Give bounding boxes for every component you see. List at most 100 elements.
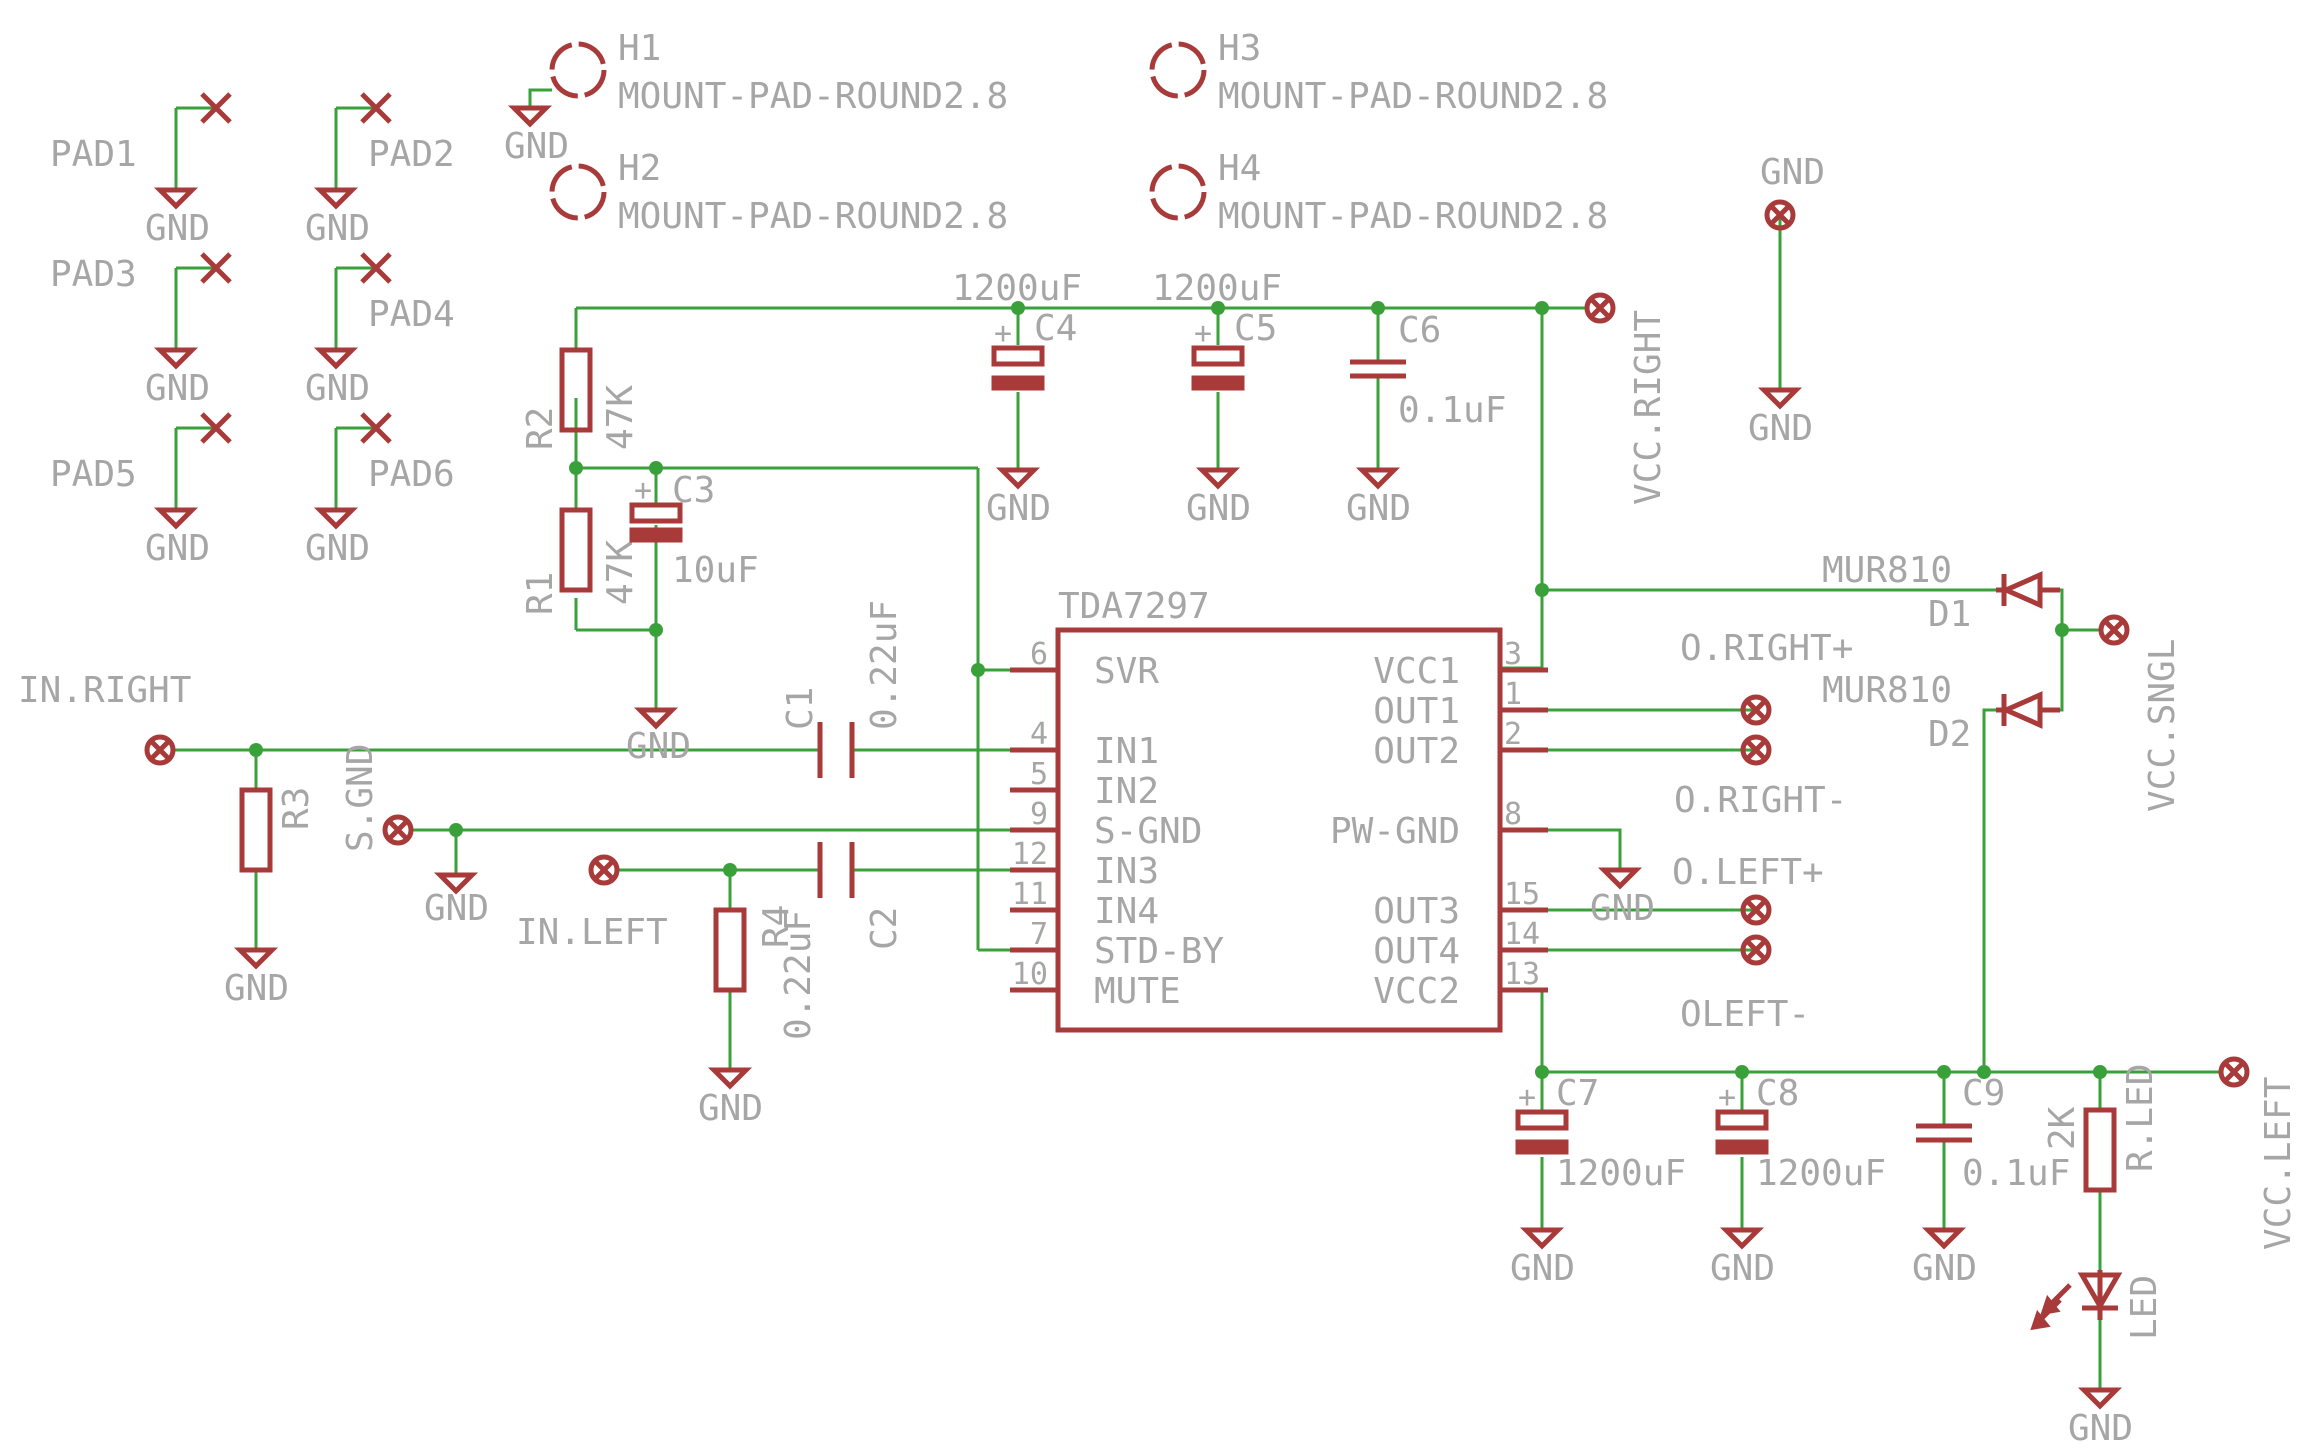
resistor-r-led[interactable]: 2K R.LED <box>2042 1064 2161 1193</box>
junction-dot <box>649 623 663 637</box>
connector-vcc-left[interactable]: VCC.LEFT <box>2218 1056 2299 1250</box>
ground-symbol: GND <box>224 947 289 1009</box>
part-value: 1200uF <box>952 268 1082 309</box>
capacitor-c6[interactable]: C6 0.1uF <box>1350 310 1506 431</box>
junction-dot <box>569 461 583 475</box>
connector-o-left-plus[interactable]: O.LEFT+ <box>1672 852 1824 926</box>
connector-o-right-minus[interactable]: O.RIGHT- <box>1674 734 1847 821</box>
polarity-mark: + <box>1718 1080 1736 1115</box>
pin-number: 7 <box>1030 917 1048 952</box>
net-label: O.RIGHT+ <box>1680 628 1853 669</box>
ground-symbol: GND <box>504 88 569 167</box>
pin-number: 14 <box>1504 917 1540 952</box>
net-label: S.GND <box>340 744 381 852</box>
net-label: GND <box>1760 152 1825 193</box>
part-name: R1 <box>520 572 561 615</box>
part-name: C2 <box>864 907 905 950</box>
connector-gnd-test[interactable]: GND <box>1760 152 1825 231</box>
connector-vcc-right[interactable]: VCC.RIGHT <box>1584 292 1669 505</box>
junction-dot <box>971 663 985 677</box>
gnd-label: GND <box>145 208 210 249</box>
pad-pad6[interactable]: PAD6 <box>360 412 455 495</box>
pin-label: IN2 <box>1094 771 1159 812</box>
pad-label: PAD1 <box>50 134 137 175</box>
connector-o-right-plus[interactable]: O.RIGHT+ <box>1680 628 1853 726</box>
part-value: 0.22uF <box>864 600 905 730</box>
mount-hole-h1[interactable]: H1 MOUNT-PAD-ROUND2.8 <box>549 28 1008 117</box>
mount-name: H2 <box>618 148 661 189</box>
part-name: C7 <box>1556 1073 1599 1114</box>
pin-label: OUT2 <box>1373 731 1460 772</box>
pin-label: S-GND <box>1094 811 1202 852</box>
resistor-r4[interactable]: R4 0.22uF <box>713 905 819 1040</box>
mount-name: H3 <box>1218 28 1261 69</box>
mount-hole-h4[interactable]: H4 MOUNT-PAD-ROUND2.8 <box>1149 148 1608 237</box>
ground-symbol: GND <box>2068 1387 2133 1449</box>
pin-number: 8 <box>1504 797 1522 832</box>
mount-value: MOUNT-PAD-ROUND2.8 <box>1218 196 1608 237</box>
resistor-r1[interactable]: R1 47K <box>520 507 641 615</box>
junction-dot <box>249 743 263 757</box>
capacitor-c4[interactable]: + C4 1200uF <box>952 268 1082 391</box>
pin-label: SVR <box>1094 651 1159 692</box>
part-value: 0.1uF <box>1962 1153 2070 1194</box>
gnd-label: GND <box>305 528 370 569</box>
capacitor-c9[interactable]: C9 0.1uF <box>1916 1073 2070 1194</box>
part-value: 47K <box>600 385 641 450</box>
pad-pad1[interactable]: PAD1 <box>50 92 232 175</box>
diode-d2[interactable]: MUR810 D2 <box>1822 670 2060 755</box>
pad-pad3[interactable]: PAD3 <box>50 252 232 295</box>
connector-in-right[interactable]: IN.RIGHT <box>18 670 191 766</box>
pad-pad2[interactable]: PAD2 <box>360 92 455 175</box>
pad-pad4[interactable]: PAD4 <box>360 252 455 335</box>
part-value: MUR810 <box>1822 670 1952 711</box>
part-value: MUR810 <box>1822 550 1952 591</box>
ground-symbol: GND <box>1710 1227 1775 1289</box>
led-arrow-icon <box>2040 1294 2061 1316</box>
capacitor-c3[interactable]: + C3 10uF <box>629 470 759 591</box>
pad-label: PAD2 <box>368 134 455 175</box>
resistor-r2[interactable]: R2 47K <box>520 347 641 450</box>
ground-symbol: GND <box>986 467 1051 529</box>
capacitor-c7[interactable]: + C7 1200uF <box>1515 1073 1686 1194</box>
mount-hole-h3[interactable]: H3 MOUNT-PAD-ROUND2.8 <box>1149 28 1608 117</box>
mount-hole-h2[interactable]: H2 MOUNT-PAD-ROUND2.8 <box>549 148 1008 237</box>
led-indicator[interactable]: LED <box>2030 1270 2165 1340</box>
pin-number: 15 <box>1504 877 1540 912</box>
ground-symbol: GND <box>145 507 210 569</box>
capacitor-c5[interactable]: + C5 1200uF <box>1152 268 1282 391</box>
ground-symbol: GND <box>145 187 210 249</box>
capacitor-c2[interactable]: C2 <box>817 842 905 950</box>
capacitor-c1[interactable]: C1 0.22uF <box>780 600 905 778</box>
connector-o-left-minus[interactable]: OLEFT- <box>1680 934 1810 1035</box>
gnd-label: GND <box>145 368 210 409</box>
mount-name: H4 <box>1218 148 1261 189</box>
pin-number: 6 <box>1030 637 1048 672</box>
pad-pad5[interactable]: PAD5 <box>50 412 232 495</box>
connector-s-gnd[interactable]: S.GND <box>340 744 414 852</box>
pin-number: 5 <box>1030 757 1048 792</box>
connector-vcc-sngl[interactable]: VCC.SNGL <box>2098 614 2183 812</box>
ground-symbol: GND <box>1748 387 1813 449</box>
ground-symbol: GND <box>1186 467 1251 529</box>
pin-label: VCC1 <box>1373 651 1460 692</box>
net-label: VCC.RIGHT <box>1628 310 1669 505</box>
diode-d1[interactable]: MUR810 D1 <box>1822 550 2060 635</box>
ic-tda7297[interactable]: TDA7297 6 SVR 4 IN1 5 IN2 9 S-GND 12 IN3… <box>1010 586 1548 1033</box>
pin-number: 9 <box>1030 797 1048 832</box>
gnd-label: GND <box>1590 888 1655 929</box>
net-label: IN.LEFT <box>516 912 668 953</box>
capacitor-c8[interactable]: + C8 1200uF <box>1715 1073 1886 1194</box>
net-label: VCC.LEFT <box>2258 1077 2299 1250</box>
pin-label: VCC2 <box>1373 971 1460 1012</box>
mount-value: MOUNT-PAD-ROUND2.8 <box>1218 76 1608 117</box>
mount-value: MOUNT-PAD-ROUND2.8 <box>618 76 1008 117</box>
part-value: 0.22uF <box>778 910 819 1040</box>
ground-symbol: GND <box>1590 867 1655 929</box>
pad-label: PAD6 <box>368 454 455 495</box>
junction-dot <box>2093 1065 2107 1079</box>
connector-in-left[interactable]: IN.LEFT <box>516 854 668 953</box>
gnd-label: GND <box>1186 488 1251 529</box>
resistor-r3[interactable]: R3 <box>239 787 317 873</box>
